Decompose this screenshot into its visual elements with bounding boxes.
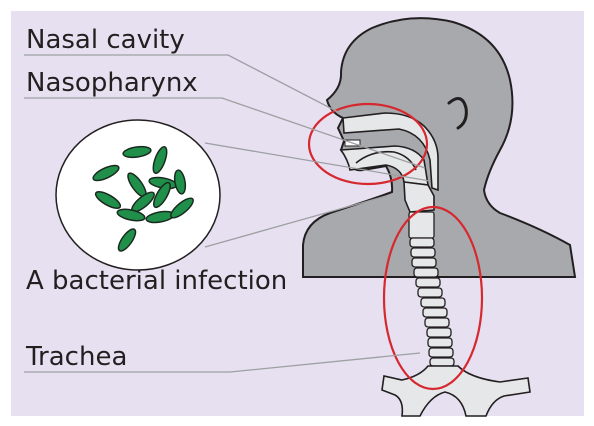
label-nasopharynx: Nasopharynx: [26, 70, 198, 96]
bacteria-magnifier: [56, 120, 220, 270]
bronchi: [382, 366, 530, 416]
label-nasal-cavity: Nasal cavity: [26, 27, 185, 53]
label-trachea: Trachea: [26, 344, 127, 370]
head-silhouette: [303, 18, 575, 277]
label-bacterial-infection: A bacterial infection: [26, 268, 287, 294]
